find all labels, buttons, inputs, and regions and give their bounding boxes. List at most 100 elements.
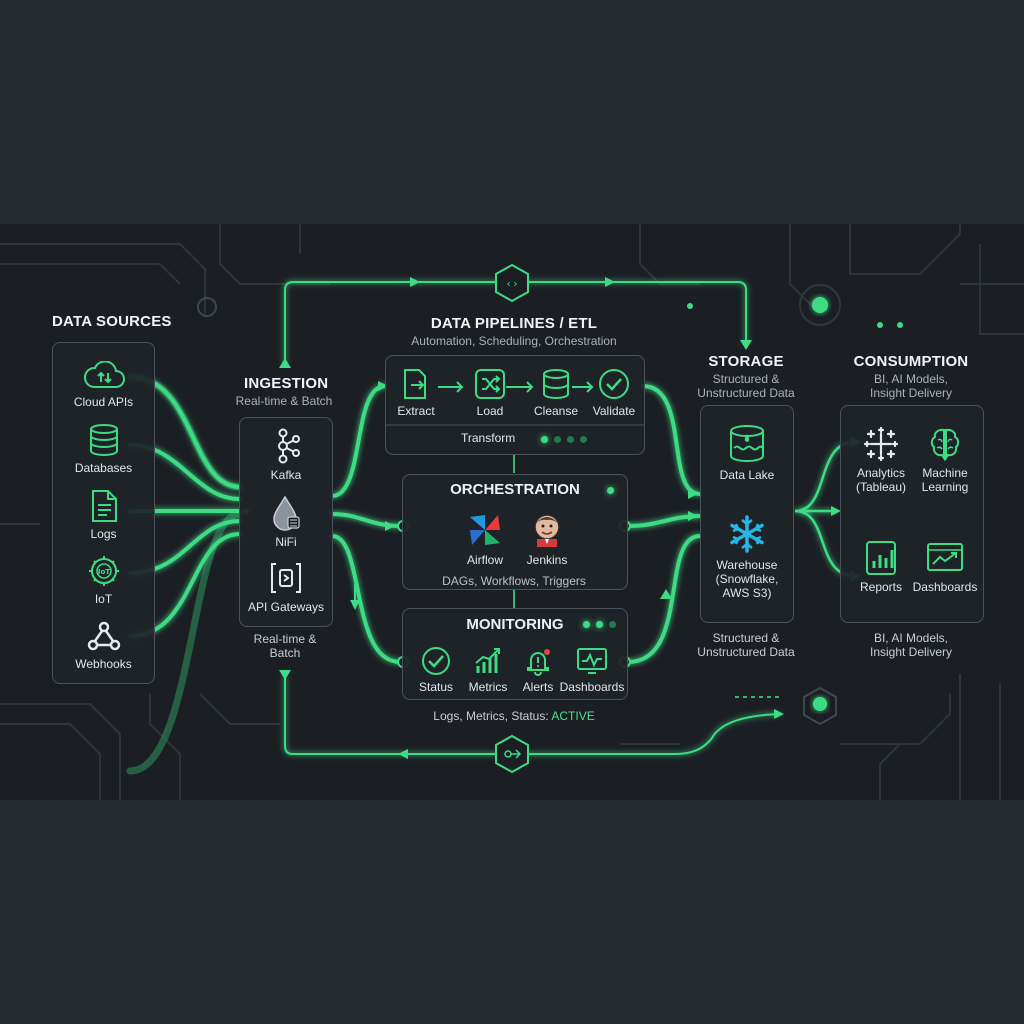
consumption-analytics[interactable]: Analytics (Tableau): [847, 426, 915, 494]
storage-subtitle: Structured & Unstructured Data: [686, 372, 806, 400]
monitoring-caption-text: Logs, Metrics, Status:: [433, 709, 552, 723]
orchestration-caption: DAGs, Workflows, Triggers: [442, 574, 586, 588]
status-dot: [609, 621, 616, 628]
orchestration-tool-label: Airflow: [466, 553, 503, 567]
orchestration-jenkins[interactable]: Jenkins: [515, 511, 579, 567]
storage-data-lake[interactable]: Data Lake: [701, 424, 793, 482]
storage-warehouse-line: AWS S3): [722, 586, 772, 600]
orchestration-tool-label: Jenkins: [526, 553, 568, 567]
source-label: Webhooks: [75, 657, 132, 671]
check-circle-icon: [599, 369, 629, 399]
storage-title: STORAGE: [708, 353, 784, 370]
source-iot[interactable]: IoT IoT: [53, 554, 154, 606]
monitoring-item-label: Metrics: [468, 680, 508, 694]
monitoring-active-status: ACTIVE: [551, 709, 595, 723]
source-webhooks[interactable]: Webhooks: [53, 619, 154, 671]
storage-warehouse-line: Warehouse: [716, 558, 778, 572]
etl-step-label: Validate: [592, 404, 636, 418]
shuffle-icon: [475, 369, 505, 399]
svg-text:IoT: IoT: [97, 568, 109, 576]
consumption-label: Learning: [921, 480, 969, 494]
status-dot: [554, 436, 561, 443]
ingestion-kafka[interactable]: Kafka: [240, 428, 332, 482]
ingestion-nifi[interactable]: NiFi: [240, 495, 332, 549]
report-chart-icon: [866, 541, 896, 575]
status-dot: [580, 436, 587, 443]
extract-icon: [404, 369, 426, 399]
monitoring-item-label: Dashboards: [559, 680, 625, 694]
consumption-dashboards[interactable]: Dashboards: [911, 540, 979, 594]
consumption-reports[interactable]: Reports: [847, 540, 915, 594]
monitoring-metrics[interactable]: Metrics: [461, 646, 515, 694]
consumption-subtitle-line: Insight Delivery: [869, 386, 953, 400]
ingestion-subtitle: Real-time & Batch: [235, 394, 333, 408]
tableau-icon: [863, 426, 899, 462]
etl-step-validate[interactable]: Validate: [584, 368, 644, 418]
etl-step-load[interactable]: Load: [460, 368, 520, 418]
nifi-drop-icon: [273, 495, 300, 531]
etl-step-label: Cleanse: [533, 404, 579, 418]
consumption-title: CONSUMPTION: [853, 353, 969, 370]
storage-lake-label: Data Lake: [719, 468, 775, 482]
source-label: Cloud APIs: [73, 395, 134, 409]
circuit-traces: [0, 224, 1024, 800]
connection-wires: ‹›: [0, 224, 1024, 800]
database-icon: [89, 424, 118, 456]
etl-step-cleanse[interactable]: Cleanse: [526, 368, 586, 418]
cleanse-db-icon: [543, 369, 569, 399]
consumption-footer: BI, AI Models, Insight Delivery: [836, 631, 986, 659]
ingestion-note-line: Batch: [269, 646, 301, 660]
consumption-subtitle: BI, AI Models, Insight Delivery: [836, 372, 986, 400]
document-icon: [91, 490, 117, 522]
monitoring-status[interactable]: Status: [409, 646, 463, 694]
status-dot: [541, 436, 548, 443]
bell-alert-icon: [527, 649, 550, 676]
storage-warehouse[interactable]: Warehouse (Snowflake, AWS S3): [701, 514, 793, 600]
jenkins-icon: [534, 514, 560, 547]
ingestion-note-line: Real-time &: [253, 632, 317, 646]
iot-chip-icon: IoT: [88, 556, 119, 586]
orchestration-airflow[interactable]: Airflow: [453, 511, 517, 567]
ingestion-panel: Kafka NiFi API Gateways: [239, 417, 333, 627]
brain-icon: [930, 428, 960, 462]
pipelines-panel: Extract Load Cleanse Validate Transform: [385, 355, 645, 455]
storage-footer: Structured & Unstructured Data: [686, 631, 806, 659]
ingestion-label: Kafka: [270, 468, 302, 482]
sources-panel: Cloud APIs Databases Logs IoT IoT Webhoo…: [52, 342, 155, 684]
data-lake-icon: [730, 425, 764, 462]
source-label: Databases: [74, 461, 133, 475]
kafka-icon: [278, 428, 300, 464]
source-databases[interactable]: Databases: [53, 423, 154, 475]
transform-status-dots: [541, 436, 587, 443]
consumption-machine-learning[interactable]: Machine Learning: [911, 426, 979, 494]
monitoring-caption: Logs, Metrics, Status: ACTIVE: [402, 709, 626, 723]
status-dot: [567, 436, 574, 443]
consumption-label: (Tableau): [855, 480, 907, 494]
snowflake-icon: [730, 515, 764, 553]
bar-chart-icon: [475, 648, 500, 673]
source-label: IoT: [94, 592, 113, 606]
orchestration-status-dot: [607, 487, 614, 494]
transform-label: Transform: [461, 431, 516, 445]
orchestration-panel: ORCHESTRATION Airflow Jenkins: [402, 474, 628, 590]
source-cloud-apis[interactable]: Cloud APIs: [53, 361, 154, 409]
orchestration-title: ORCHESTRATION: [450, 481, 580, 498]
pipelines-title: DATA PIPELINES / ETL: [430, 315, 598, 332]
monitor-dashboard-icon: [577, 648, 607, 674]
ingestion-api-gateways[interactable]: API Gateways: [240, 560, 332, 614]
status-dot: [596, 621, 603, 628]
monitoring-dashboards[interactable]: Dashboards: [559, 646, 625, 694]
consumption-footer-line: BI, AI Models,: [873, 631, 949, 645]
consumption-panel: Analytics (Tableau) Machine Learning Rep…: [840, 405, 984, 623]
consumption-label: Reports: [859, 580, 903, 594]
sources-title: DATA SOURCES: [52, 313, 172, 330]
status-dot: [607, 487, 614, 494]
webhook-icon: [87, 621, 120, 651]
check-circle-icon: [422, 647, 450, 675]
etl-step-extract[interactable]: Extract: [386, 368, 446, 418]
ingestion-note: Real-time & Batch: [235, 632, 335, 660]
monitoring-alerts[interactable]: Alerts: [511, 646, 565, 694]
source-label: Logs: [90, 527, 117, 541]
source-logs[interactable]: Logs: [53, 489, 154, 541]
ingestion-label: NiFi: [275, 535, 297, 549]
